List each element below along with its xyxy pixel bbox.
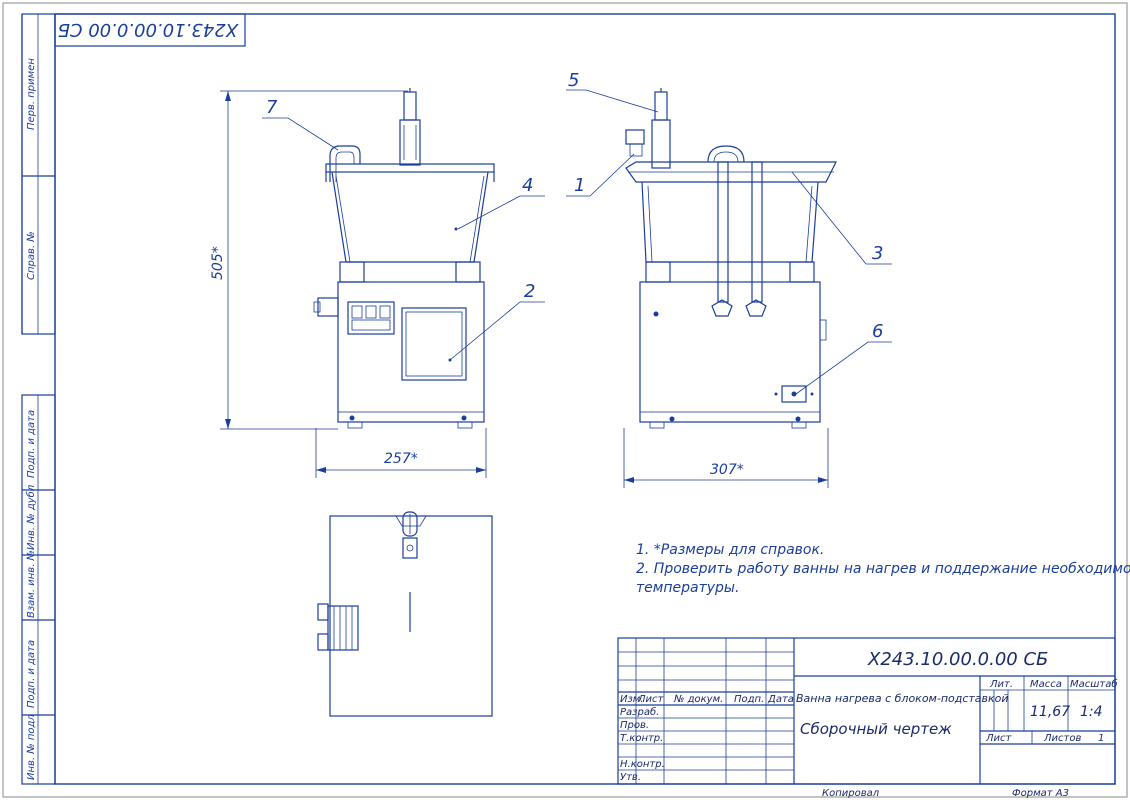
side-stamp-label-0: Перв. примен: [26, 58, 37, 130]
tb-role-4: Утв.: [620, 772, 641, 783]
tb-role-2: Т.контр.: [620, 733, 663, 744]
dim-width-front: 257*: [384, 451, 418, 467]
tb-designation: X243.10.00.0.00 СБ: [867, 649, 1048, 670]
footer-format: Формат А3: [1012, 788, 1069, 799]
tb-role-0: Разраб.: [620, 706, 659, 718]
tb-scale-value: 1:4: [1080, 704, 1103, 720]
top-view: [317, 511, 493, 717]
tb-hdr-podp: Подп.: [734, 694, 764, 705]
callout-1: 1: [574, 175, 585, 196]
side-stamp-label-1: Справ. №: [26, 231, 37, 280]
callout-6: 6: [872, 321, 883, 342]
technical-notes: 1. *Размеры для справок. 2. Проверить ра…: [636, 542, 1130, 596]
callout-2: 2: [524, 281, 535, 302]
side-stamp-label-3: Инв. № дубл: [25, 484, 37, 550]
tb-lit-label: Лит.: [989, 679, 1013, 690]
top-stamp: X243.10.00.0.00 СБ: [54, 13, 246, 47]
tb-role-3: Н.контр.: [620, 759, 665, 770]
tb-sheets-value: 1: [1098, 733, 1104, 744]
top-stamp-text: X243.10.00.0.00 СБ: [58, 19, 239, 40]
tb-name-line-2: Сборочный чертеж: [800, 720, 952, 738]
side-stamp-label-6: Инв. № подл: [26, 714, 37, 780]
dim-height: 505*: [210, 246, 226, 280]
tb-mass-value: 11,67: [1030, 704, 1070, 720]
tb-role-1: Пров.: [620, 720, 649, 731]
note-line-3: температуры.: [636, 580, 739, 596]
side-stamp-label-2: Подп. и дата: [26, 410, 37, 478]
footer-copied: Копировал: [822, 788, 880, 799]
side-stamp: Перв. примен Справ. № Подп. и дата Инв. …: [21, 13, 56, 785]
side-stamp-label-5: Подп. и дата: [26, 640, 37, 708]
tb-hdr-date: Дата: [767, 694, 794, 705]
note-line-2: 2. Проверить работу ванны на нагрев и по…: [636, 561, 1130, 577]
callout-7: 7: [266, 97, 278, 118]
side-stamp-label-4: Взам. инв. №: [26, 550, 37, 618]
note-line-1: 1. *Размеры для справок.: [636, 542, 824, 558]
tb-name-line-1: Ванна нагрева с блоком-подставкой: [796, 692, 1009, 705]
tb-hdr-izm: Изм.: [620, 694, 644, 705]
front-view: 505* 257* 7 4 2: [210, 88, 545, 478]
tb-sheet-label: Лист: [985, 733, 1013, 744]
tb-mass-label: Масса: [1030, 679, 1062, 690]
title-block: Изм. Лист № докум. Подп. Дата Разраб. Пр…: [617, 637, 1118, 785]
tb-hdr-list: Лист: [637, 694, 665, 705]
tb-scale-label: Масштаб: [1070, 678, 1118, 690]
dim-width-side: 307*: [710, 462, 744, 478]
tb-sheets-label: Листов: [1043, 733, 1081, 744]
callout-5: 5: [568, 70, 579, 91]
side-view: 307* 5 1 3 6: [566, 70, 892, 488]
callout-3: 3: [872, 243, 883, 264]
tb-hdr-doc: № докум.: [673, 694, 723, 705]
callout-4: 4: [522, 175, 533, 196]
